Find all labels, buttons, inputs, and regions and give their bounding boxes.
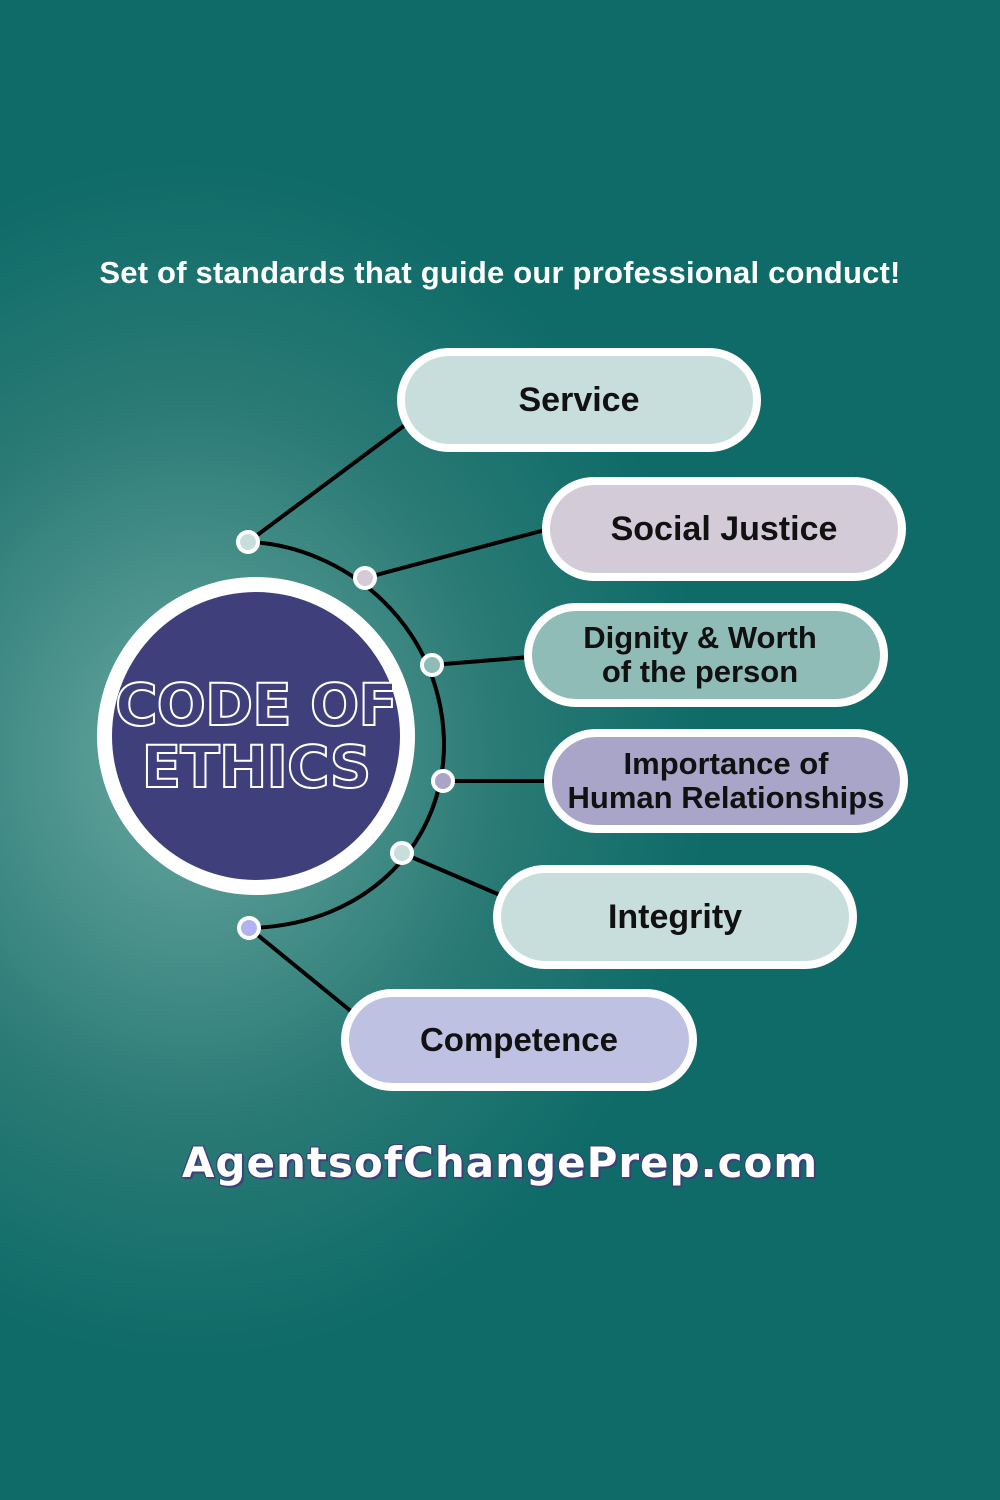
spoke-competence	[247, 926, 354, 1014]
spoke-integrity	[401, 851, 501, 897]
website-url: AgentsofChangePrep.com	[181, 1138, 819, 1187]
value-human-relationships: Importance of Human Relationships	[544, 729, 908, 833]
value-service: Service	[397, 348, 761, 452]
value-dignity-worth: Dignity & Worth of the person	[524, 603, 888, 707]
node-dot-icons	[236, 530, 455, 940]
value-integrity: Integrity	[493, 865, 857, 969]
spoke-dignity	[431, 655, 531, 667]
subtitle: Set of standards that guide our professi…	[99, 255, 901, 290]
value-label-line2: Human Relationships	[567, 780, 885, 815]
value-label: Integrity	[607, 897, 743, 936]
value-label-line2: of the person	[601, 654, 799, 689]
hub-title-line2: ETHICS	[141, 733, 373, 801]
value-label: Service	[518, 380, 640, 419]
connector-arc	[247, 540, 447, 930]
value-label: Competence	[419, 1021, 619, 1058]
value-label-line1: Dignity & Worth	[583, 620, 817, 655]
value-social-justice: Social Justice	[542, 477, 906, 581]
value-label-line1: Importance of	[623, 746, 829, 781]
value-label: Social Justice	[610, 509, 838, 548]
spoke-service	[246, 423, 407, 544]
hub-title-line1: CODE OF	[114, 671, 399, 739]
hub-circle: CODE OF ETHICS	[112, 592, 400, 880]
spoke-social-justice	[364, 528, 546, 580]
value-competence: Competence	[341, 989, 697, 1091]
